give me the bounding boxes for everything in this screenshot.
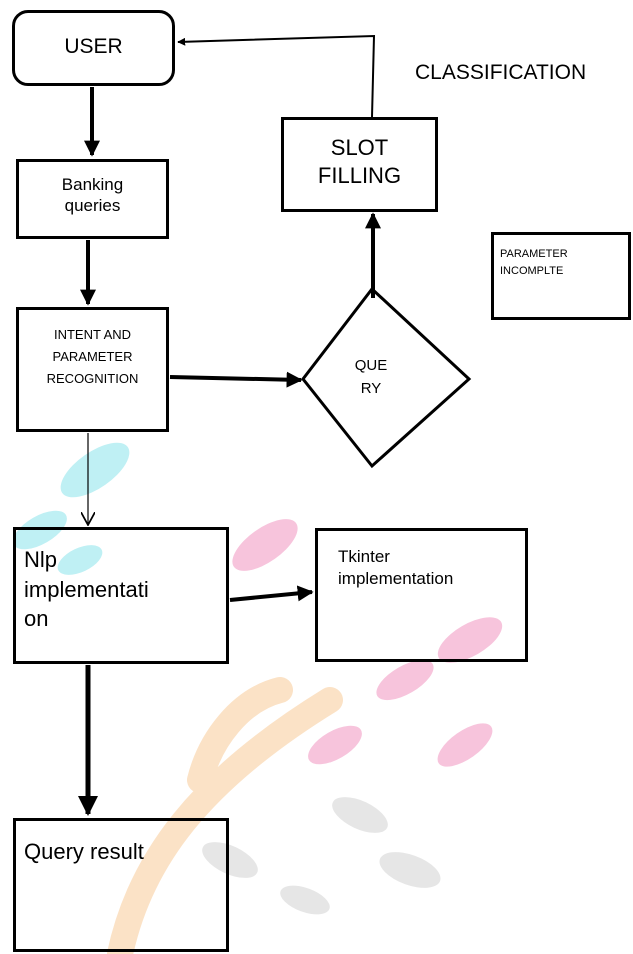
- query-result-node: [13, 818, 229, 952]
- tkinter-implementation-label: Tkinter implementation: [338, 547, 454, 589]
- intent-recognition-node: [16, 307, 169, 432]
- watermark-leaves: [13, 442, 503, 915]
- query-decision-label: QUE RY: [354, 357, 388, 398]
- slot-filling-label: SLOT FILLING: [317, 135, 402, 188]
- slot-filling-node: [281, 117, 438, 212]
- user-label: USER: [64, 35, 123, 58]
- nlp-implementation-label: Nlp implementati on: [24, 547, 149, 632]
- tkinter-implementation-node: [315, 528, 528, 662]
- parameter-incomplete-label: PARAMETER INCOMPLTE: [500, 248, 568, 277]
- parameter-incomplete-node: [491, 232, 631, 320]
- banking-queries-node: [16, 159, 169, 239]
- classification-label: CLASSIFICATION: [415, 61, 587, 84]
- intent-recognition-label: INTENT AND PARAMETER RECOGNITION: [46, 327, 139, 387]
- watermark-branch: [107, 677, 343, 954]
- user-node: [12, 10, 175, 86]
- nlp-implementation-node: [13, 527, 229, 664]
- banking-queries-label: Banking queries: [61, 175, 124, 216]
- query-result-label: Query result: [24, 839, 144, 864]
